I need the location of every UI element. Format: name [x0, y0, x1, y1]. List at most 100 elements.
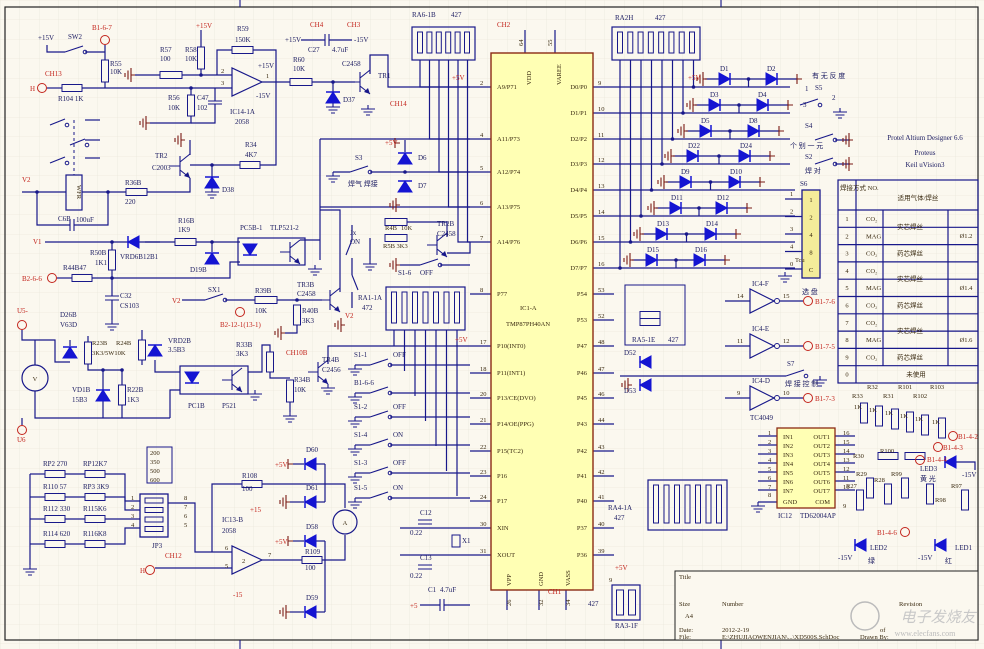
label-c1: C1 — [428, 586, 437, 594]
wire — [419, 60, 470, 88]
label-ch2: CH2 — [497, 21, 511, 29]
switch-icon — [814, 157, 834, 165]
label-d22: D22 — [688, 142, 701, 150]
wire — [211, 483, 242, 552]
power-port-icon — [778, 126, 784, 136]
label-led3: LED3 — [920, 465, 938, 473]
diode — [718, 72, 732, 86]
label-r24b: R24B — [116, 340, 132, 347]
label-r58: R58 — [185, 46, 197, 54]
label-r57: R57 — [160, 46, 172, 54]
transistor-arrow — [294, 258, 300, 264]
resistor — [926, 483, 934, 505]
resistor — [293, 304, 301, 326]
label-4: 5 — [768, 466, 771, 473]
label-r33bv: 3K3 — [236, 350, 249, 358]
label-r104: R104 1K — [58, 95, 83, 103]
label-tr2p: C2003 — [152, 164, 171, 172]
transistor-icon — [170, 153, 191, 179]
ground-icon — [348, 393, 362, 404]
label-s5: S5 — [815, 84, 823, 92]
watermark-logo — [850, 601, 880, 631]
net-port-icon — [933, 442, 943, 452]
label-d15: D15 — [647, 246, 660, 254]
label-r56v: 10K — [168, 104, 180, 112]
power-port-icon — [796, 74, 802, 84]
label-v2c: V2 — [345, 312, 354, 320]
label-sx1: SX1 — [208, 286, 221, 294]
label-ic4e: IC4-E — [752, 325, 769, 333]
label-2: OUT3 — [813, 452, 830, 459]
label-d5: D5 — [701, 117, 710, 125]
label-part: TMP87PH40AN — [506, 321, 550, 328]
label-part: TD62004AP — [800, 512, 836, 520]
label-n10: 10 — [783, 390, 790, 397]
diode — [747, 124, 761, 138]
label-r58v: 10K — [185, 55, 197, 63]
label-r40bv: 3K3 — [302, 317, 315, 325]
label-tr3b: TR3B — [297, 281, 314, 289]
label-jp-5: 5 — [184, 522, 187, 529]
label-c1v: 4.7uF — [440, 586, 456, 594]
label-d1: D1 — [720, 65, 729, 73]
label-no: 8 — [480, 287, 483, 294]
label-op2-5: 5 — [225, 563, 228, 570]
inverter-symbol — [749, 288, 776, 314]
label-op2-7: 7 — [268, 552, 272, 559]
label-r50bv: 1K1 — [95, 259, 108, 267]
label-name: P46 — [577, 370, 588, 377]
ground-icon — [778, 272, 792, 283]
label-sw2: SW2 — [68, 33, 83, 41]
label-gas: CO₂ — [866, 354, 877, 361]
resistor — [668, 31, 675, 54]
net-port-icon — [803, 341, 813, 351]
label-d11: D11 — [671, 194, 683, 202]
label-r32: R32 — [867, 384, 878, 391]
label-ra4: RA4-1A — [608, 504, 632, 512]
label-no: 40 — [598, 521, 605, 528]
resistor — [454, 291, 460, 324]
label-s7cn: 焊 接 控 制 — [785, 379, 818, 388]
label-r102: R102 — [913, 393, 927, 400]
resistor — [159, 71, 183, 79]
label-r33: R33 — [852, 393, 863, 400]
capacitor-icon — [324, 34, 330, 46]
label-b166: B1-6-6 — [354, 379, 374, 387]
resistor — [61, 84, 83, 92]
diode — [303, 457, 317, 471]
label-op1-pin2: 2 — [221, 68, 224, 75]
resistor — [617, 31, 623, 54]
resistor — [875, 405, 883, 427]
power-port-icon — [394, 138, 400, 148]
label-n14: 14 — [737, 293, 744, 300]
label-no: 2 — [480, 80, 483, 87]
label-k1: 1K — [869, 407, 877, 414]
ground-icon — [279, 495, 290, 509]
label-s14: S1-4 — [354, 431, 368, 439]
label-conn-4: 8 — [809, 250, 812, 257]
junction — [106, 190, 110, 194]
diode — [126, 235, 140, 249]
label-vd1b: VD1B — [72, 386, 91, 394]
label-of-label: of — [880, 627, 886, 634]
label-r59v: 150K — [235, 36, 251, 44]
resistor — [84, 470, 106, 478]
label-gas: MAG — [866, 337, 881, 344]
label-1: 15 — [843, 439, 850, 446]
label-r29: R29 — [856, 471, 867, 478]
label-r112: R112 330 — [43, 505, 71, 513]
ground-icon — [248, 390, 262, 401]
switch-contact — [84, 142, 90, 148]
resistor — [856, 489, 864, 511]
label-1: VAREE — [556, 64, 563, 85]
power-port-icon — [787, 100, 793, 110]
resistor — [101, 59, 109, 83]
jumper-pin — [144, 507, 164, 513]
label-d38: D38 — [222, 186, 235, 194]
switch-icon — [345, 239, 353, 256]
label-ra5v: 427 — [668, 336, 679, 344]
label-jp-2: 2 — [131, 504, 134, 511]
label-no: 5 — [480, 165, 483, 172]
resistor — [628, 589, 636, 616]
label-2: VASS — [565, 570, 572, 586]
